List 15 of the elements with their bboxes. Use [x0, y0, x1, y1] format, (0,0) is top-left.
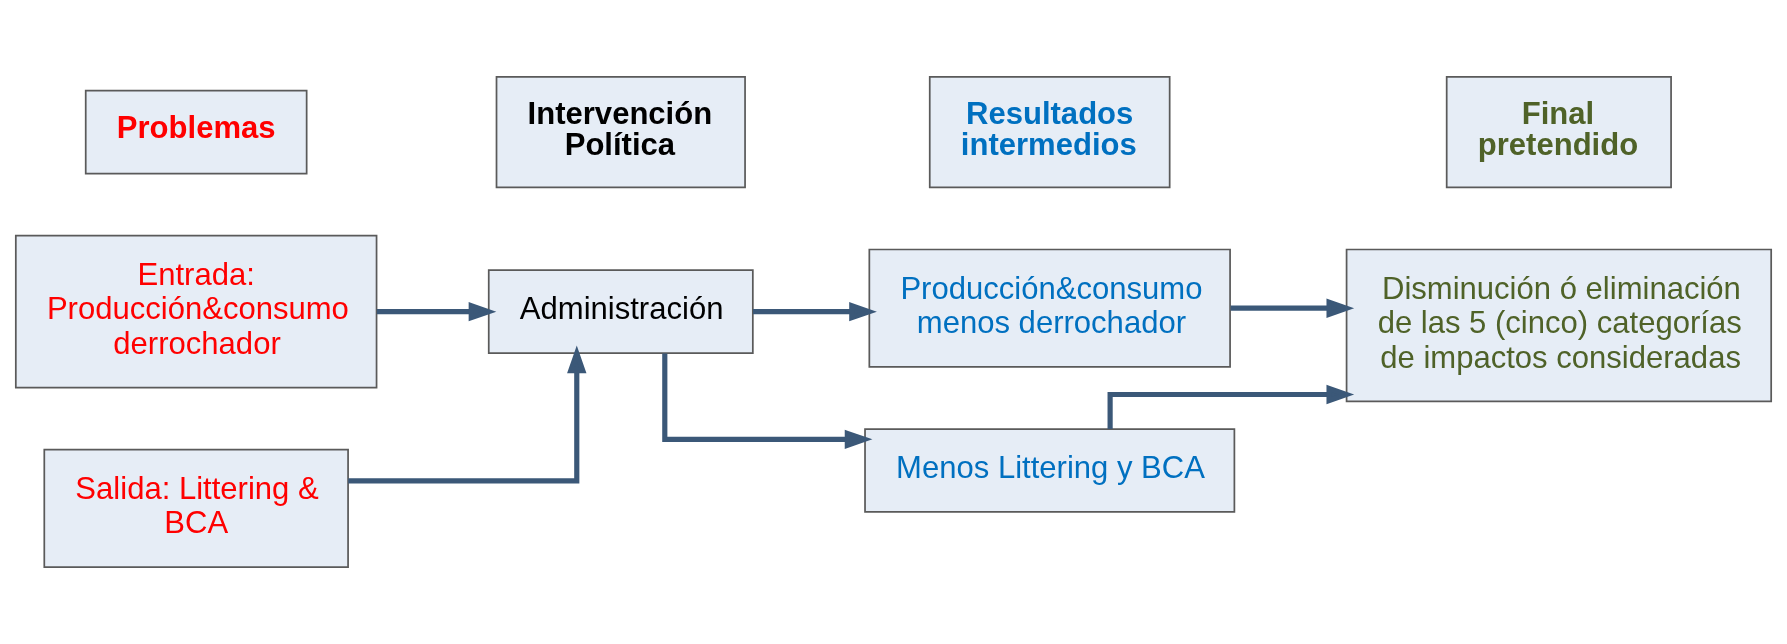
- arrow: [662, 353, 873, 450]
- arrow: [348, 345, 587, 484]
- node-box: Menos Littering y BCA: [864, 428, 1236, 513]
- node-box: Entrada: Producción&consumo derrochador: [14, 234, 378, 389]
- node-box: Salida: Littering & BCA: [43, 448, 349, 568]
- node-box: Intervención Política: [495, 76, 746, 189]
- arrow: [376, 301, 497, 322]
- arrow: [1230, 298, 1355, 318]
- node-box: Problemas: [84, 89, 308, 175]
- node-box: Producción&consumo menos derrochador: [868, 248, 1231, 368]
- node-box: Resultados intermedios: [928, 76, 1171, 189]
- node-box: Final pretendido: [1445, 76, 1672, 189]
- arrow: [753, 301, 877, 322]
- node-box: Disminución ó eliminación de las 5 (cinco) categorías de impactos consideradas: [1345, 248, 1773, 403]
- node-box: Administración: [487, 269, 754, 354]
